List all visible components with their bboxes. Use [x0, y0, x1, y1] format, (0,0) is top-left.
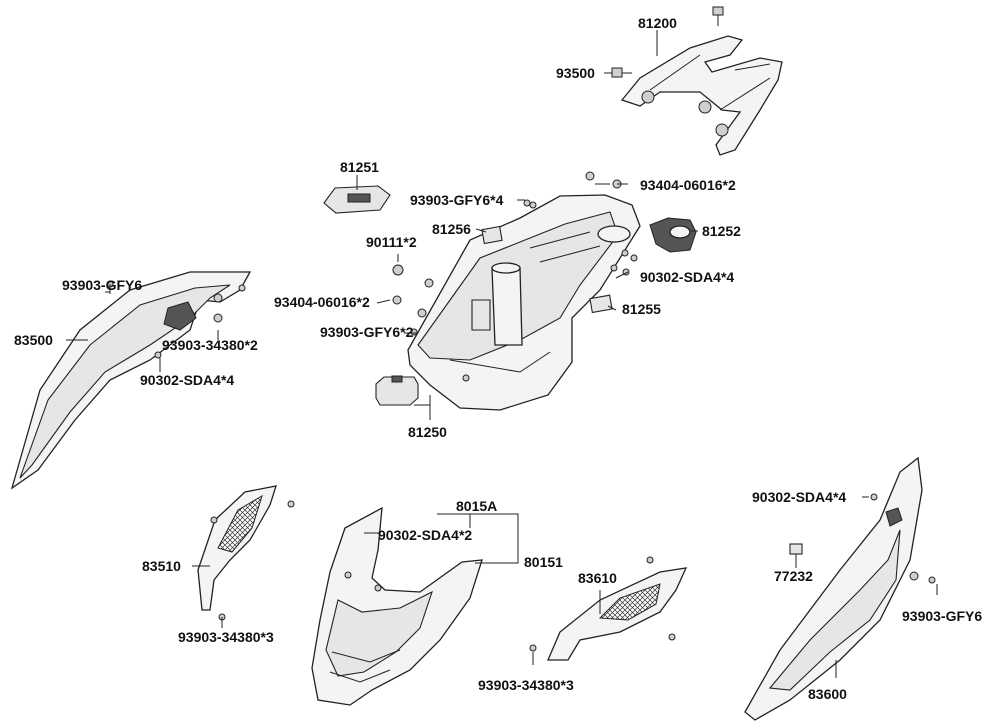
latch-81255 [589, 294, 613, 314]
label-93903-34380-2: 93903-34380*2 [162, 337, 258, 353]
label-93903-34380-3-left: 93903-34380*3 [178, 629, 274, 645]
cover-81251 [323, 185, 391, 214]
leader-lines [66, 30, 938, 678]
label-81252: 81252 [702, 223, 741, 239]
side-panel-83610 [529, 556, 688, 661]
label-93404-06016-2-top: 93404-06016*2 [640, 177, 736, 193]
label-81255: 81255 [622, 301, 661, 317]
clip-77232 [789, 543, 803, 555]
label-93903-gfy6-right: 93903-GFY6 [902, 608, 982, 624]
rear-grab-rail-81200 [620, 35, 783, 156]
label-90302-sda4-4-right: 90302-SDA4*4 [752, 489, 846, 505]
label-93903-34380-3-mid: 93903-34380*3 [478, 677, 574, 693]
label-93404-06016-2-mid: 93404-06016*2 [274, 294, 370, 310]
label-90111-2: 90111*2 [366, 234, 417, 250]
label-83510: 83510 [142, 558, 181, 574]
label-8015a: 8015A [456, 498, 497, 514]
label-93500: 93500 [556, 65, 595, 81]
label-90302-sda4-4-mid: 90302-SDA4*4 [640, 269, 734, 285]
label-93903-gfy6-2: 93903-GFY6*2 [320, 324, 414, 340]
latch-81256 [481, 225, 503, 245]
bumper-81250-small [375, 375, 419, 406]
front-cover-80151 [311, 506, 483, 706]
label-80151: 80151 [524, 554, 563, 570]
label-81251: 81251 [340, 159, 379, 175]
label-81200: 81200 [638, 15, 677, 31]
label-93903-gfy6-left: 93903-GFY6 [62, 277, 142, 293]
fasteners-mid [392, 171, 638, 382]
side-cover-83500 [10, 271, 252, 490]
label-77232: 77232 [774, 568, 813, 584]
label-83600: 83600 [808, 686, 847, 702]
side-panel-83510 [197, 485, 295, 628]
rubber-81252 [649, 217, 697, 253]
label-81250: 81250 [408, 424, 447, 440]
label-90302-sda4-2: 90302-SDA4*2 [378, 527, 472, 543]
label-83500: 83500 [14, 332, 53, 348]
label-90302-sda4-4-left: 90302-SDA4*4 [140, 372, 234, 388]
helmet-box-81250 [407, 194, 641, 411]
label-83610: 83610 [578, 570, 617, 586]
label-81256: 81256 [432, 221, 471, 237]
label-93903-gfy6-4: 93903-GFY6*4 [410, 192, 504, 208]
side-cover-83600 [744, 456, 936, 721]
